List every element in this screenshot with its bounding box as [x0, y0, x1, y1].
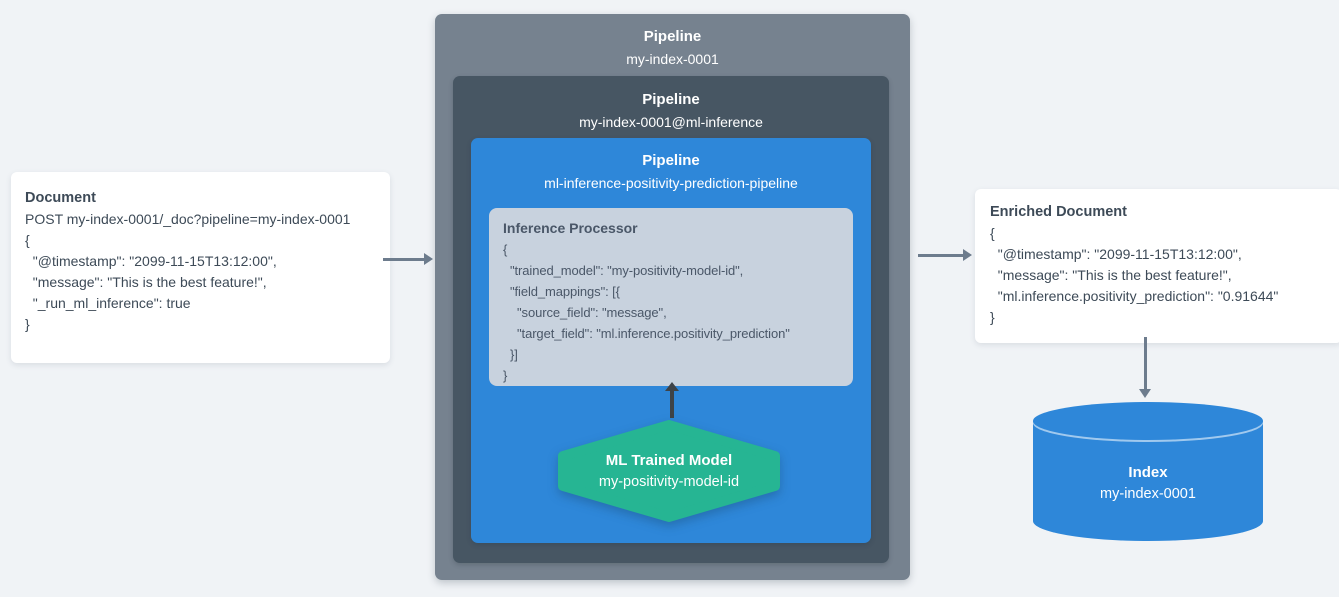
ml-trained-model-name: my-positivity-model-id — [598, 473, 740, 490]
pipeline-ml-header: Pipeline ml-inference-positivity-predict… — [471, 138, 871, 194]
inference-processor-line: "target_field": "ml.inference.positivity… — [503, 326, 790, 341]
pipeline-ml-name: ml-inference-positivity-prediction-pipel… — [544, 175, 798, 191]
enriched-document-line: { — [990, 225, 995, 241]
document-card-line: } — [25, 316, 30, 332]
document-card-line: POST my-index-0001/_doc?pipeline=my-inde… — [25, 211, 351, 227]
pipeline-outer-name: my-index-0001 — [626, 51, 719, 67]
ml-trained-model-hexagon: ML Trained Model my-positivity-model-id — [558, 420, 780, 522]
inference-processor-line: "source_field": "message", — [503, 305, 667, 320]
enriched-document-card: Enriched Document { "@timestamp": "2099-… — [975, 189, 1339, 343]
index-name: my-index-0001 — [1100, 486, 1196, 502]
inference-processor-line: }] — [503, 347, 518, 362]
pipeline-outer-label: Pipeline — [643, 28, 702, 45]
inference-processor-line: "field_mappings": [{ — [503, 284, 620, 299]
enriched-document-line: "@timestamp": "2099-11-15T13:12:00", — [990, 246, 1242, 262]
inference-processor-box: Inference Processor { "trained_model": "… — [489, 208, 853, 386]
document-card-line: "_run_ml_inference": true — [25, 295, 191, 311]
cylinder-body-shape — [1033, 421, 1263, 541]
index-cylinder-text: Index my-index-0001 — [1033, 462, 1263, 505]
ml-trained-model-text: ML Trained Model my-positivity-model-id — [558, 420, 780, 522]
inference-processor-line: "trained_model": "my-positivity-model-id… — [503, 263, 744, 278]
arrow-up-icon — [665, 382, 679, 418]
cylinder-top-shape — [1033, 402, 1263, 440]
arrow-right-icon — [918, 249, 972, 261]
pipeline-inner-header: Pipeline my-index-0001@ml-inference — [453, 76, 889, 133]
index-title: Index — [1128, 464, 1168, 481]
hexagon-shape-icon — [558, 420, 780, 522]
inference-processor-line: { — [503, 242, 508, 257]
index-cylinder: Index my-index-0001 — [1033, 402, 1263, 542]
document-card-line: "@timestamp": "2099-11-15T13:12:00", — [25, 253, 277, 269]
document-card-line: { — [25, 232, 30, 248]
arrow-down-icon — [1139, 337, 1151, 398]
enriched-document-line: "ml.inference.positivity_prediction": "0… — [990, 288, 1279, 304]
enriched-document-title: Enriched Document — [990, 204, 1127, 220]
inference-processor-line: } — [503, 368, 508, 383]
pipeline-inner-label: Pipeline — [642, 91, 700, 108]
arrow-right-icon — [383, 253, 433, 265]
document-card-line: "message": "This is the best feature!", — [25, 274, 267, 290]
pipeline-ml-label: Pipeline — [642, 152, 700, 169]
enriched-document-line: "message": "This is the best feature!", — [990, 267, 1232, 283]
enriched-document-line: } — [990, 309, 995, 325]
document-card: Document POST my-index-0001/_doc?pipelin… — [11, 172, 390, 363]
ml-trained-model-title: ML Trained Model — [605, 451, 733, 469]
inference-processor-title: Inference Processor — [503, 220, 638, 236]
pipeline-outer-header: Pipeline my-index-0001 — [435, 14, 910, 70]
pipeline-inner-name: my-index-0001@ml-inference — [579, 114, 763, 130]
document-card-title: Document — [25, 190, 96, 206]
